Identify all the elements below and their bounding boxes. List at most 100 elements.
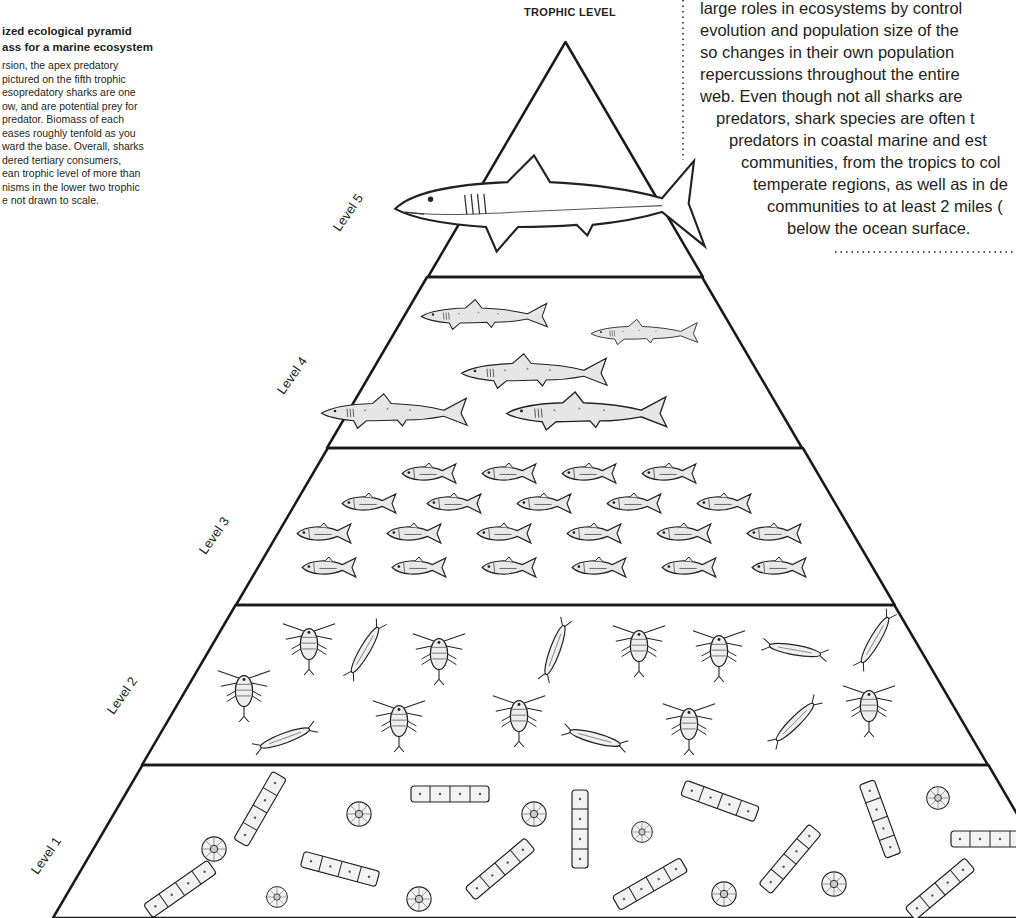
caption-text: predator. Biomass of each (2, 113, 124, 127)
body-text: communities, from the tropics to col (741, 151, 1001, 173)
caption-heading: ized ecological pyramid (2, 23, 132, 39)
copepod (663, 704, 715, 755)
body-text: below the ocean surface. (787, 217, 970, 239)
zooplankton (562, 724, 629, 753)
copepod (413, 634, 465, 685)
mesopredator-shark (507, 392, 667, 430)
diatom-chain (859, 780, 901, 859)
fish (402, 463, 456, 483)
fish (392, 557, 446, 577)
copepod (283, 624, 335, 675)
body-text: large roles in ecosystems by control (700, 0, 962, 19)
body-text: predators in coastal marine and est (729, 129, 987, 151)
caption-text: dered tertiary consumers, (2, 154, 121, 168)
trophic-band: Level 1 (53, 765, 1016, 918)
level-label: Level 3 (197, 514, 232, 556)
body-text: evolution and population size of the (700, 19, 959, 41)
caption-text: eases roughly tenfold as you (2, 127, 136, 141)
body-text: communities to at least 2 miles ( (767, 195, 1003, 217)
diatom-chain (951, 831, 1016, 847)
trophic-band: Level 2 (142, 605, 988, 765)
diatom-chain (234, 771, 287, 847)
fish (517, 493, 571, 513)
fish (302, 557, 356, 577)
band-outline (142, 605, 988, 765)
zooplankton (767, 694, 822, 749)
zooplankton (343, 618, 386, 681)
fish (482, 463, 536, 483)
band-outline (327, 277, 802, 448)
body-text: web. Even though not all sharks are (700, 85, 962, 107)
axis-title: TROPHIC LEVEL (524, 5, 616, 19)
level-label: Level 2 (105, 674, 140, 716)
caption-text: ow, and are potential prey for (2, 100, 137, 114)
copepod (843, 686, 895, 737)
radial-diatom (347, 802, 371, 826)
diatom-chain (572, 790, 588, 868)
mesopredator-shark (591, 319, 698, 344)
trophic-band: Level 3 (236, 448, 895, 605)
diatom-chain (759, 824, 821, 894)
level-label: Level 5 (331, 191, 366, 233)
caption-text: nisms in the lower two trophic (2, 181, 140, 195)
trophic-band: Level 4 (327, 277, 802, 448)
level-label: Level 4 (275, 354, 310, 396)
fish (752, 557, 806, 577)
fish (747, 523, 801, 543)
body-text: predators, shark species are often t (716, 107, 975, 129)
mesopredator-shark (462, 354, 608, 389)
band-outline (53, 765, 1016, 918)
fish (572, 557, 626, 577)
radial-diatom (407, 887, 431, 911)
diatom-chain (143, 860, 216, 918)
copepod (373, 701, 425, 752)
diatom-chain (905, 858, 975, 918)
copepod (613, 626, 665, 677)
fish (482, 557, 536, 577)
fish (657, 523, 711, 543)
band-outline-shape (142, 605, 988, 765)
fish (697, 493, 751, 513)
fish (477, 523, 531, 543)
caption-text: ean trophic level of more than (2, 167, 140, 181)
caption-text: pictured on the fifth trophic (2, 73, 126, 87)
fish (642, 463, 696, 483)
radial-diatom (202, 837, 226, 861)
diatom-chain (411, 786, 489, 802)
band-outline (428, 42, 703, 277)
body-text: repercussions throughout the entire (700, 63, 960, 85)
radial-diatom (712, 882, 736, 906)
body-text: temperate regions, as well as in de (753, 173, 1008, 195)
trophic-band: Level 5 (428, 42, 703, 277)
radial-diatom (632, 822, 653, 843)
radial-diatom (927, 787, 950, 810)
fish (342, 493, 396, 513)
zooplankton (252, 721, 318, 755)
caption-text: e not drawn to scale. (2, 194, 99, 208)
dotted-rule (835, 251, 1016, 253)
radial-diatom (522, 802, 546, 826)
radial-diatom (822, 872, 846, 896)
copepod (693, 631, 745, 682)
caption-heading: ass for a marine ecosystem (2, 39, 153, 55)
band-outline-shape (53, 765, 1016, 918)
diatom-chain (681, 780, 760, 822)
fish (427, 493, 481, 513)
band-outline-shape (236, 448, 895, 605)
band-outline-shape (428, 42, 703, 277)
copepod (218, 671, 270, 722)
fish (562, 463, 616, 483)
band-outline-shape (327, 277, 802, 448)
diatom-chain (465, 838, 535, 900)
zooplankton (761, 638, 828, 661)
level-label: Level 1 (29, 834, 64, 876)
fish (607, 493, 661, 513)
diatom-chain (300, 851, 379, 887)
caption-text: ward the base. Overall, sharks (2, 140, 144, 154)
fish (297, 523, 351, 543)
zooplankton (853, 608, 896, 671)
mesopredator-shark (421, 300, 547, 330)
body-text: so changes in their own population (700, 41, 954, 63)
fish (567, 523, 621, 543)
